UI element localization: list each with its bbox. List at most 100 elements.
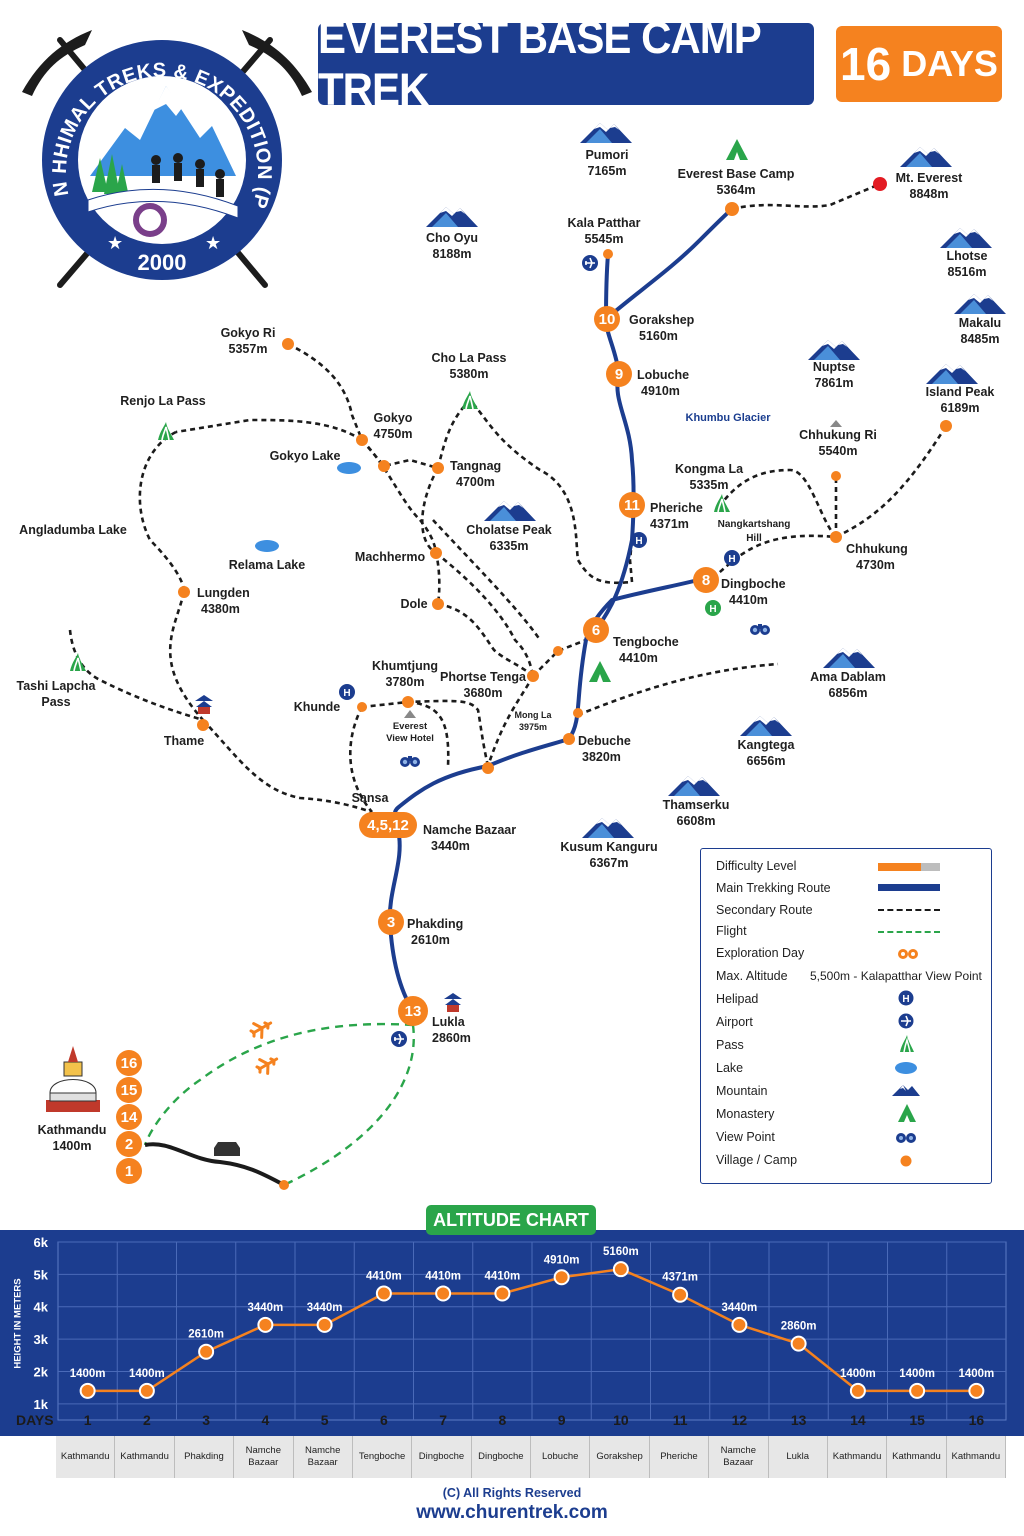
day-pin-10: 10 <box>594 306 620 332</box>
days-badge: 16 DAYS <box>836 26 1002 102</box>
day-number: 1 <box>83 1412 92 1428</box>
y-tick-label: 6k <box>34 1235 49 1250</box>
flight-swatch <box>878 931 940 933</box>
day-place-cell: Pheriche <box>650 1436 710 1478</box>
day-place-cell: Dingboche <box>412 1436 472 1478</box>
legend: Difficulty Level Main Trekking Route Sec… <box>700 848 992 1184</box>
day-number: 9 <box>557 1412 566 1428</box>
day-place-cell: Lobuche <box>531 1436 591 1478</box>
small-peak-icon <box>404 710 416 718</box>
day-place-cell: Namche Bazaar <box>234 1436 294 1478</box>
day-number: 2 <box>142 1412 151 1428</box>
legend-max-altitude-value: 5,500m - Kalapatthar View Point <box>810 969 982 983</box>
main-route-swatch <box>878 884 940 891</box>
page-title: EVEREST BASE CAMP TREK <box>318 12 814 115</box>
monastery-icon <box>726 139 748 160</box>
binoculars-icon <box>896 1133 916 1143</box>
altitude-value-label: 2860m <box>781 1321 817 1333</box>
day-pin-namche: 4,5,12 <box>359 812 417 838</box>
day-place-cell: Dingboche <box>472 1436 531 1478</box>
altitude-point <box>672 1286 689 1303</box>
road-route <box>144 1142 285 1187</box>
legend-secondary: Secondary Route <box>716 903 813 917</box>
label-renjo-la-pass: Renjo La Pass <box>120 394 206 408</box>
day-place-cell: Kathmandu <box>56 1436 116 1478</box>
day-pin-3: 3 <box>378 909 404 935</box>
lake-icon <box>337 462 361 474</box>
label-sansa: Sansa <box>351 791 389 805</box>
altitude-value-label: 4910m <box>544 1254 580 1266</box>
day-place-cell: Kathmandu <box>828 1436 888 1478</box>
altitude-point <box>909 1382 926 1399</box>
everest-summit-dot <box>873 177 887 191</box>
flight-route <box>143 1022 415 1187</box>
footer: (C) All Rights Reserved www.churentrek.c… <box>0 1486 1024 1524</box>
day-pin-6: 6 <box>583 617 609 643</box>
altitude-value-label: 3440m <box>307 1302 343 1314</box>
difficulty-bar <box>878 863 940 871</box>
altitude-value-label: 3440m <box>721 1302 757 1314</box>
altitude-point <box>375 1285 392 1302</box>
day-pin-9: 9 <box>606 361 632 387</box>
day-number: 7 <box>439 1412 448 1428</box>
label-relama-lake: Relama Lake <box>228 558 306 572</box>
day-number: 6 <box>379 1412 388 1428</box>
days-number: 16 <box>840 38 892 90</box>
legend-max-altitude: Max. Altitude <box>716 969 788 983</box>
day-number: 4 <box>261 1412 270 1428</box>
altitude-point <box>790 1335 807 1352</box>
legend-pass: Pass <box>716 1038 744 1052</box>
day-place-cell: Kathmandu <box>887 1436 947 1478</box>
day-number: 11 <box>672 1412 688 1428</box>
website-link[interactable]: www.churentrek.com <box>416 1502 608 1523</box>
day-pin-16: 16 <box>116 1050 142 1076</box>
label-thame: Thame <box>163 734 205 748</box>
svg-text:★: ★ <box>107 233 123 253</box>
y-tick-label: 3k <box>34 1332 49 1347</box>
day-number: 3 <box>202 1412 211 1428</box>
altitude-point <box>435 1285 452 1302</box>
y-tick-label: 2k <box>34 1364 49 1379</box>
legend-difficulty: Difficulty Level <box>716 859 797 873</box>
stupa-icon <box>46 1046 100 1112</box>
binoculars-icon <box>750 624 770 635</box>
altitude-value-label: 1400m <box>958 1368 994 1380</box>
altitude-value-label: 2610m <box>188 1329 224 1341</box>
airplane-icon <box>246 1014 277 1042</box>
altitude-value-label: 4371m <box>662 1272 698 1284</box>
pagoda-icon <box>195 695 213 714</box>
label-dole: Dole <box>400 597 428 611</box>
legend-village: Village / Camp <box>716 1153 798 1167</box>
helipad-icon <box>339 684 355 700</box>
day-pin-1: 1 <box>116 1158 142 1184</box>
label-gokyo-lake: Gokyo Lake <box>269 449 341 463</box>
trek-map: H <box>20 30 1006 1190</box>
helipad-icon <box>705 600 721 616</box>
svg-text:CHUREN HHIMAL TREKS & EXPEDITI: CHUREN HHIMAL TREKS & EXPEDITION (P.) LT… <box>40 40 275 210</box>
altitude-value-label: 4410m <box>425 1270 461 1282</box>
day-place-cell: Tengboche <box>353 1436 413 1478</box>
legend-airport: Airport <box>716 1015 753 1029</box>
altitude-point <box>79 1382 96 1399</box>
altitude-point <box>553 1269 570 1286</box>
